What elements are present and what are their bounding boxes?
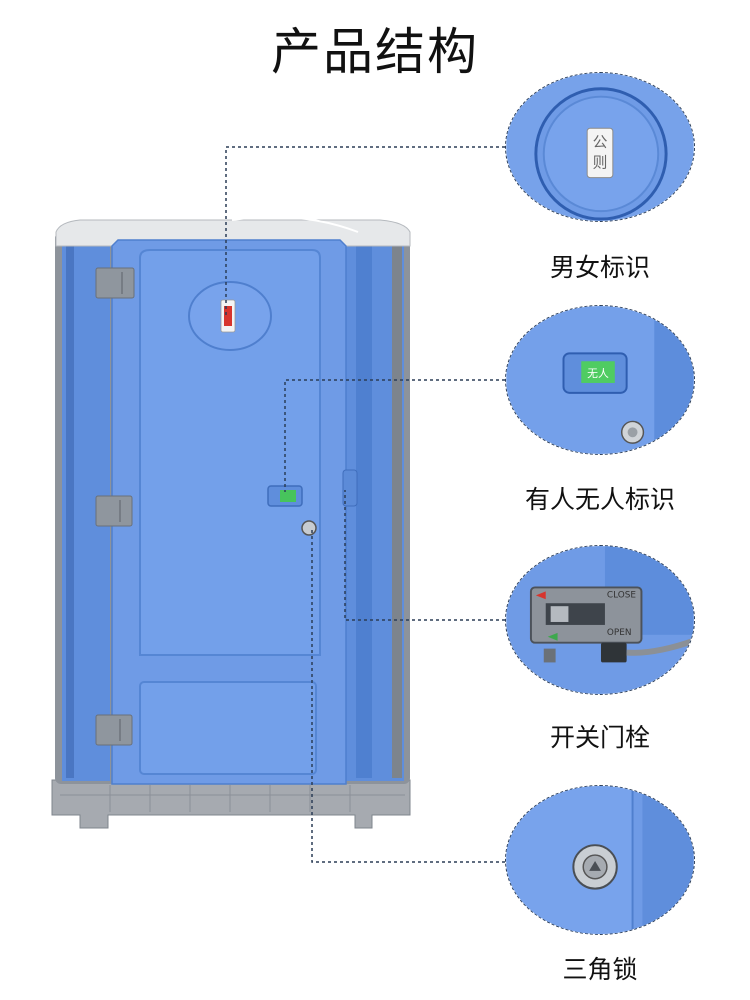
caption-triangle-lock: 三角锁 [562,955,638,984]
leader-line-gender-sign [225,146,505,318]
caption-occupancy-sign: 有人无人标识 [524,485,675,514]
detail-circle-triangle-lock [505,785,695,935]
leader-line-occupancy-sign [284,379,505,492]
leader-line-door-latch [344,490,505,621]
caption-gender-sign: 男女标识 [549,253,650,282]
leader-line-triangle-lock [311,530,505,863]
occupancy-sign-text: 无人 [587,367,609,380]
detail-circle-gender-sign: 公 则 [505,72,695,222]
door-sign-char-1: 公 [593,134,608,151]
latch-open-label: OPEN [607,628,632,638]
door-sign-char-2: 则 [593,155,608,172]
detail-circle-door-latch: CLOSE OPEN [505,545,695,695]
detail-circle-occupancy-sign: 无人 [505,305,695,455]
page-title: 产品结构 [271,23,479,81]
latch-close-label: CLOSE [607,590,636,600]
caption-door-latch: 开关门栓 [549,723,650,752]
